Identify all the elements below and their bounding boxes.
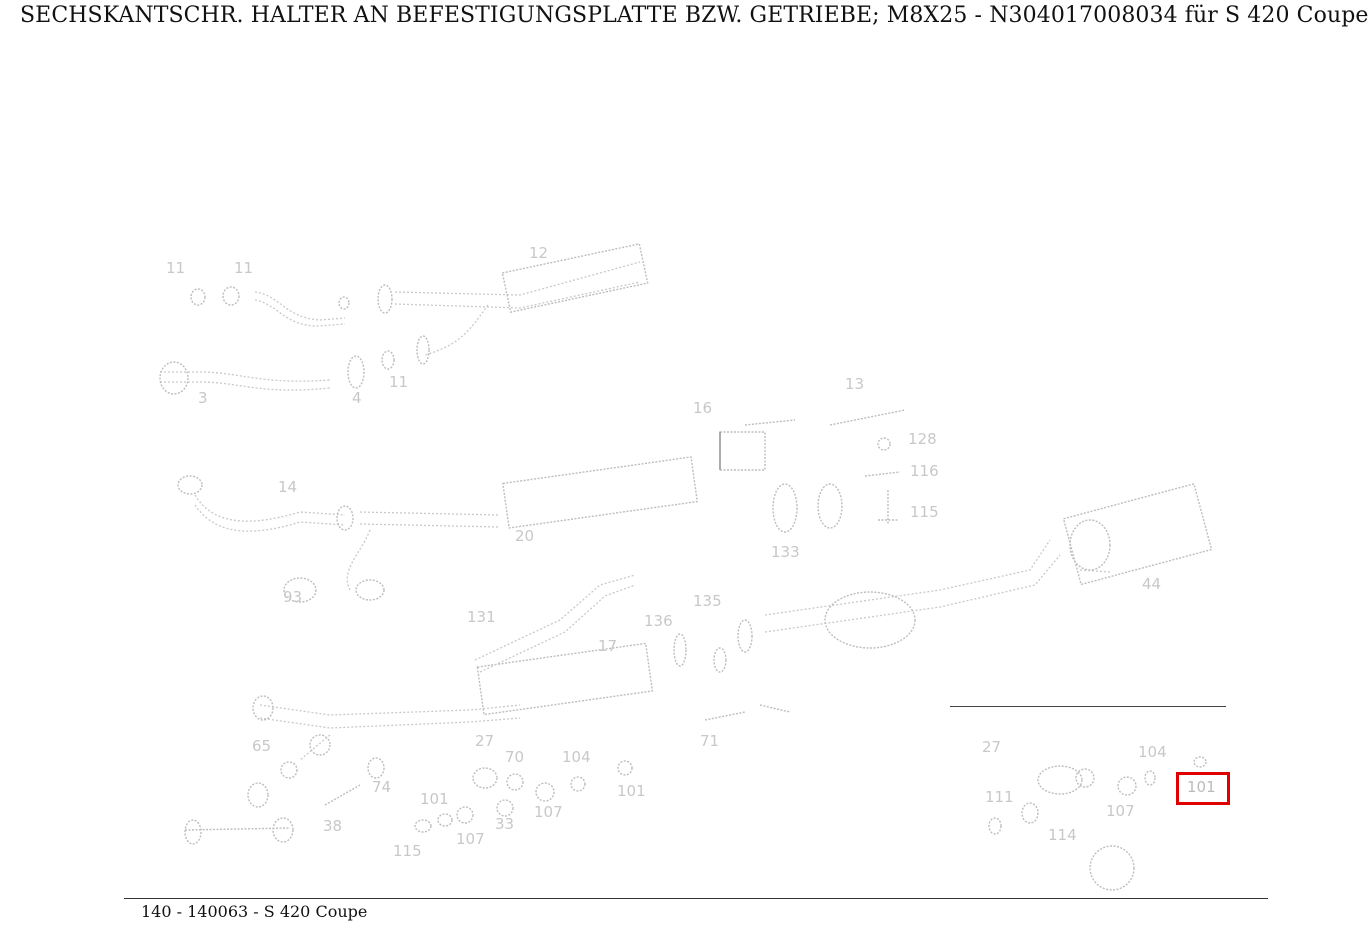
callout-label: 11 [166, 259, 186, 277]
callout-label: 27 [475, 732, 495, 750]
callout-label: 71 [700, 732, 720, 750]
callout-label: 135 [693, 592, 722, 610]
inset-divider [950, 706, 1226, 707]
callout-label: 111 [985, 788, 1014, 806]
footer-divider [124, 898, 1268, 899]
callout-label: 14 [278, 478, 298, 496]
callout-label: 33 [495, 815, 515, 833]
lower-center-pipe-assembly [184, 574, 791, 845]
callout-label: 101 [617, 782, 646, 800]
callout-label: 104 [562, 748, 591, 766]
callout-label: 107 [534, 803, 563, 821]
callout-label: 3 [198, 389, 208, 407]
callout-label: 16 [693, 399, 713, 417]
exhaust-system-diagram [159, 243, 1213, 891]
callout-label: 116 [910, 462, 939, 480]
footer-caption: 140 - 140063 - S 420 Coupe [141, 902, 368, 921]
callout-label: 4 [352, 389, 362, 407]
callout-label: 104 [1138, 743, 1167, 761]
callout-label: 17 [598, 637, 618, 655]
callout-label: 65 [252, 737, 272, 755]
lower-left-pipe-assembly [159, 350, 395, 395]
callout-label: 133 [771, 543, 800, 561]
callout-label: 115 [393, 842, 422, 860]
callout-label: 114 [1048, 826, 1077, 844]
callout-label: 11 [234, 259, 254, 277]
callout-label: 12 [529, 244, 549, 262]
callout-label: 93 [283, 588, 303, 606]
callout-label: 44 [1142, 575, 1162, 593]
callout-label: 38 [323, 817, 343, 835]
upper-left-pipe-assembly [190, 243, 649, 365]
callout-label: 74 [372, 778, 392, 796]
callout-label: 107 [1106, 802, 1135, 820]
callout-label: 27 [982, 738, 1002, 756]
callout-label: 136 [644, 612, 673, 630]
highlighted-callout-label: 101 [1187, 778, 1216, 796]
callout-label: 20 [515, 527, 535, 545]
callout-label: 70 [505, 748, 525, 766]
inset-detail [988, 756, 1207, 891]
highlighted-part-marker[interactable]: 101 [1176, 772, 1230, 805]
page-title: SECHSKANTSCHR. HALTER AN BEFESTIGUNGSPLA… [20, 3, 1369, 28]
hanger-parts [719, 409, 906, 533]
callout-label: 13 [845, 375, 865, 393]
callout-label: 131 [467, 608, 496, 626]
middle-left-pipe-assembly [177, 456, 699, 603]
callout-label: 101 [420, 790, 449, 808]
callout-label: 11 [389, 373, 409, 391]
callout-label: 128 [908, 430, 937, 448]
callout-label: 115 [910, 503, 939, 521]
rear-muffler-assembly [673, 482, 1213, 673]
callout-label: 107 [456, 830, 485, 848]
